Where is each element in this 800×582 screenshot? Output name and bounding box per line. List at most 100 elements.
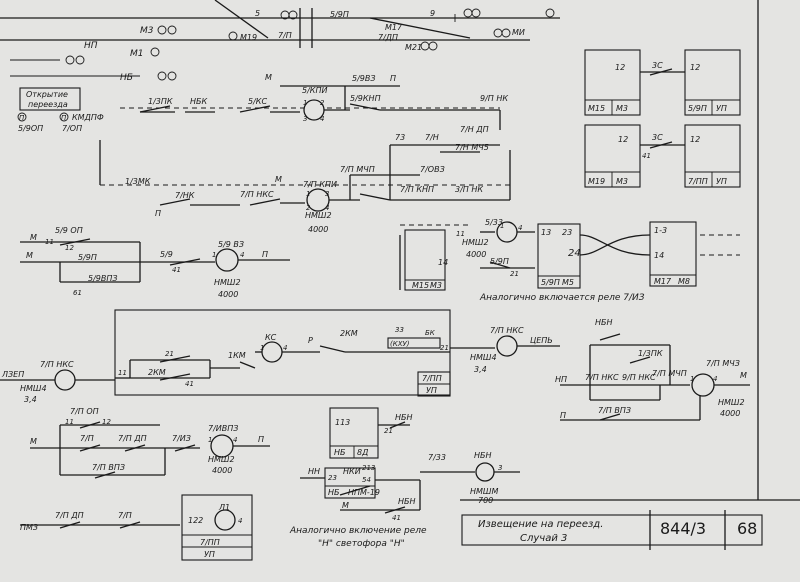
circuit-3: 5/9 ОП 11 12 5/9П 5/9ВПЗ 61 5/9 41 5/9 В… <box>20 226 290 299</box>
c3-k59vz: 5/9 ВЗ <box>218 240 244 249</box>
circuit-8: ПМЗ 7/П ДП 7/П 122 Л1 4 7/ПП УП <box>20 494 253 561</box>
cb-b2-m3: М3 <box>616 177 628 186</box>
c4-n21: 21 <box>165 350 174 358</box>
c2-k7knp: 7/П КНП <box>400 185 434 194</box>
c1-n4: 4 <box>320 115 324 123</box>
c7-m: М <box>342 501 349 510</box>
c4-box-up: УП <box>426 386 437 395</box>
c1-k5ks: 5/КС <box>248 97 267 106</box>
signal-lamp-icon <box>428 41 438 51</box>
c2-k13mk: 1/3МК <box>125 177 151 186</box>
c2-n3: 3 <box>325 190 329 198</box>
mid-rel: НМШ2 <box>462 238 489 247</box>
c5-n12: 12 <box>102 418 111 426</box>
c2-k73: 73 <box>395 133 405 142</box>
c2-k7n: 7/Н <box>425 133 439 142</box>
c1-p: П <box>390 74 396 83</box>
corner-boxes: 12 3С 12 М15 М3 5/9П УП 12 3С 12 41 М19 … <box>584 49 741 188</box>
label-mi: МИ <box>512 28 525 37</box>
c5-k7dp: 7/П ДП <box>118 434 147 443</box>
c5-n4: 4 <box>233 436 237 444</box>
cb-b1-m15: М15 <box>588 104 605 113</box>
circuit-7: 113 НБН 21 НБ 8Д НН 23 НКИ 213 54 НБ НПМ… <box>289 407 520 549</box>
c8-k7p: 7/П <box>118 511 132 520</box>
c3-n1: 1 <box>212 251 216 259</box>
c6-k9nks: 9/П НКС <box>622 373 656 382</box>
signal-lamp-icon <box>463 8 473 18</box>
signal-lamp-icon <box>471 8 481 18</box>
mid-box-m15: М15 <box>412 281 429 290</box>
signal-lamp-icon <box>157 71 167 81</box>
relay-box-nb2 <box>324 467 376 499</box>
c2-k7ovz: 7/ОВЗ <box>420 165 445 174</box>
legend-kmdpf: КМДПФ <box>72 113 104 122</box>
c4-rel-right: 7/П НКС <box>490 326 524 335</box>
c2-n1: 1 <box>306 190 310 198</box>
c4-rel-left-val: НМШ4 <box>20 384 47 393</box>
c3-rel: НМШ2 <box>214 278 241 287</box>
c7-caption2: "Н" светофора "Н" <box>318 539 405 549</box>
c5-k7vz: 7/ИВПЗ <box>208 424 238 433</box>
relay-box-l1 <box>181 494 253 561</box>
c4-k1km: 1КМ <box>228 351 246 360</box>
cross-wire <box>579 234 651 256</box>
label-m21: М21 <box>405 43 422 52</box>
track-plan: НП М3 НБ М1 5 5/9П 7/П М19 М17 7/ДП М21 … <box>0 0 560 83</box>
c6-np: НП <box>555 375 567 384</box>
c2-k7kpi: 7/П КПИ <box>303 180 337 189</box>
c1-k5vzp: 5/9ВЗ <box>352 74 376 83</box>
signal-lamp-icon <box>65 55 75 65</box>
c3-n4: 4 <box>240 251 244 259</box>
doc-number: 844/3 <box>660 519 706 538</box>
c2-k7nk: 7/НК <box>175 191 195 200</box>
c8-n4: 4 <box>238 517 242 525</box>
c5-rel: НМШ2 <box>208 455 235 464</box>
c1-m: М <box>265 73 272 82</box>
mid-k533: 5/33 <box>485 218 503 227</box>
circuit-2: 1/3МК 7/НК 7/П НКС 7/П КПИ 7/П МЧП 7/ОВЗ… <box>99 125 511 234</box>
c7-rel: НМШМ <box>470 487 498 496</box>
c7-n213: 213 <box>362 464 375 472</box>
c2-k7ndp: 7/Н ДП <box>460 125 489 134</box>
c3-m: М <box>26 251 33 260</box>
signal-lamp-icon <box>493 28 503 38</box>
c7-n41: 41 <box>392 514 401 522</box>
mid-n1: 1 <box>500 222 504 230</box>
c7-box-nb2: НБ <box>328 488 340 497</box>
c5-val: 4000 <box>212 466 232 475</box>
opening-line2: переезда <box>28 100 68 109</box>
c4-n4: 4 <box>283 344 287 352</box>
c6-m: М <box>740 371 747 380</box>
c6-val: 4000 <box>720 409 740 418</box>
relay-box-m17 <box>649 221 697 287</box>
c4-lzep: ЛЗЕП <box>1 370 24 379</box>
c6-k13pk: 1/3ПК <box>638 349 663 358</box>
cross-wire <box>579 234 651 256</box>
subtitle-text: Случай 3 <box>520 533 567 544</box>
signal-lamp-icon <box>501 28 511 38</box>
c1-n2: 2 <box>320 99 325 107</box>
c4-n21b: 21 <box>440 344 449 352</box>
circuit-6: НБН 1/3ПК НП 7/П НКС 9/П НКС 7/П МЧП 7/П… <box>555 318 750 421</box>
c5-k7op: 7/П ОП <box>70 407 99 416</box>
c4-n2km: 2КМ <box>340 329 358 338</box>
c7-n23: 23 <box>328 474 337 482</box>
c4-n41: 41 <box>185 380 194 388</box>
c7-nbn2: НБН <box>398 497 416 506</box>
signal-lamp-icon <box>545 8 555 18</box>
c7-box-val: 8Д <box>357 448 368 457</box>
c3-n11: 11 <box>45 238 54 246</box>
c4-kbk: БК <box>425 329 436 337</box>
cb-b2-3c: 3С <box>652 133 663 142</box>
signal-lamp-icon <box>167 25 177 35</box>
mid-box-59p: 5/9П <box>541 278 560 287</box>
c2-k7nnks: 7/П НКС <box>240 190 274 199</box>
c3-k59vpz: 5/9ВПЗ <box>88 274 118 283</box>
mid-box-k13: 1-3 <box>654 226 667 235</box>
corner-box-1b <box>684 49 741 116</box>
c3-n41: 41 <box>172 266 181 274</box>
relay-coil-7ivpz <box>210 434 234 458</box>
c5-k7iz: 7/ИЗ <box>172 434 191 443</box>
label-nb: НБ <box>120 73 133 83</box>
